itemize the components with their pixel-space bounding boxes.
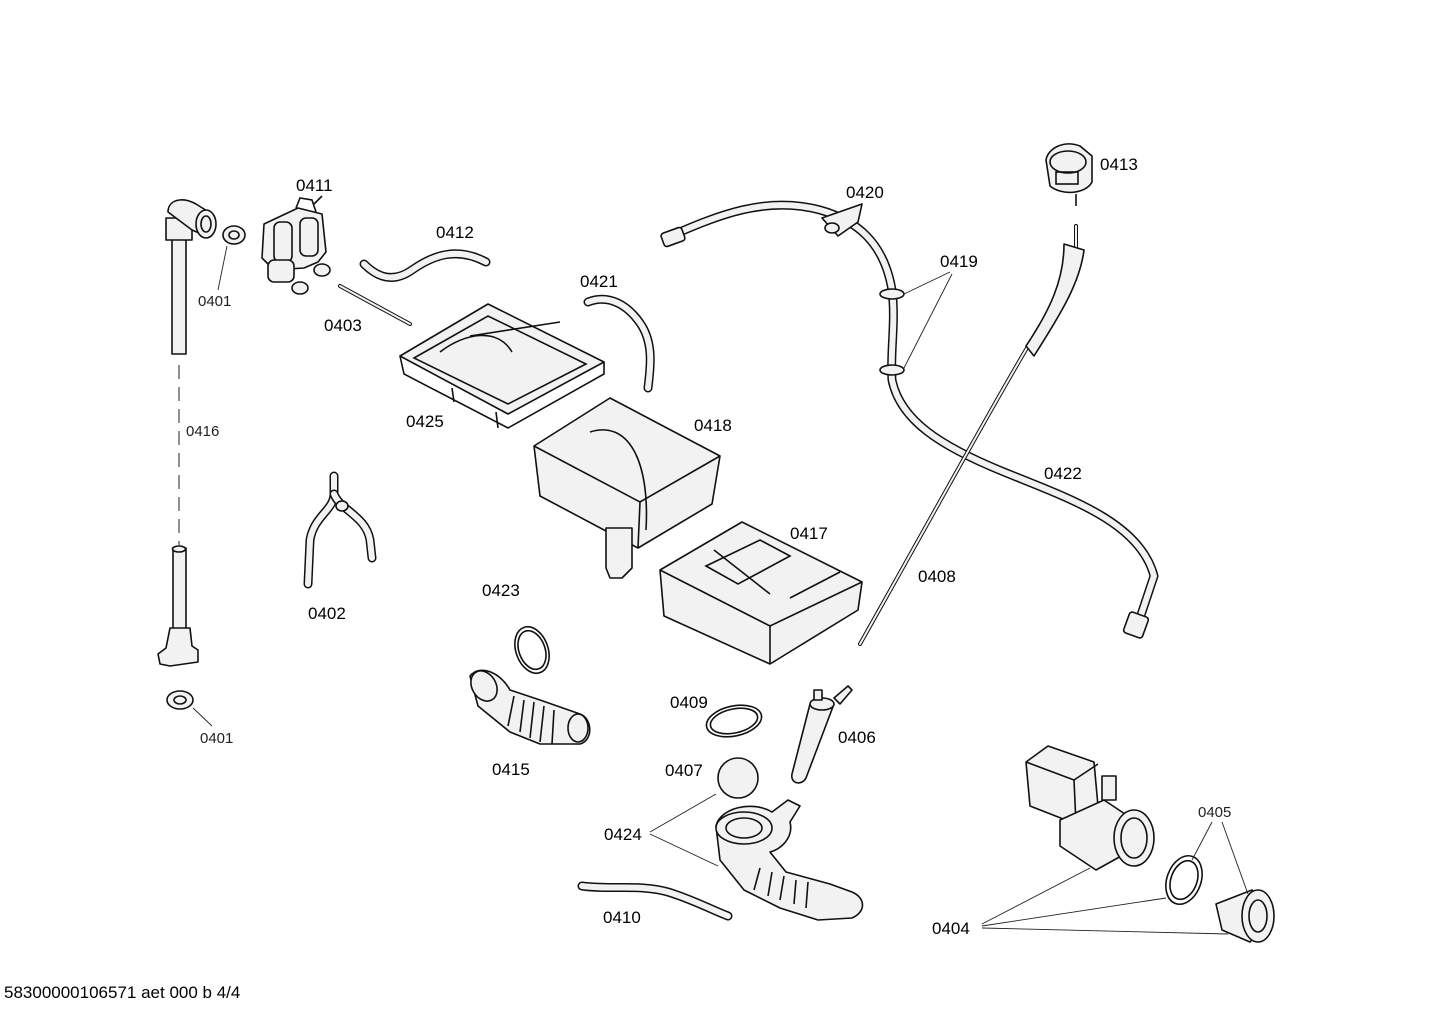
label-0412: 0412 xyxy=(436,223,474,242)
part-0420-hose-holder xyxy=(821,203,863,237)
label-0405: 0405 xyxy=(1198,804,1231,821)
label-0415: 0415 xyxy=(492,760,530,779)
part-0417-detergent-drawer xyxy=(659,521,863,665)
label-0401-lower: 0401 xyxy=(200,730,233,747)
part-0409-ring xyxy=(705,704,763,738)
part-0413-pressure-switch xyxy=(1045,143,1093,206)
label-0408: 0408 xyxy=(918,567,956,586)
label-0425: 0425 xyxy=(406,412,444,431)
label-0410: 0410 xyxy=(603,908,641,927)
part-0424-sump xyxy=(649,793,864,921)
label-0404: 0404 xyxy=(932,919,970,938)
label-0407: 0407 xyxy=(665,761,703,780)
label-0418: 0418 xyxy=(694,416,732,435)
part-0401-seal-upper xyxy=(217,225,246,291)
part-0411-inlet-valve xyxy=(261,195,331,295)
part-0421-hose xyxy=(583,294,655,393)
part-0419-clamps xyxy=(879,271,953,376)
part-0408-pressure-hose xyxy=(858,224,1085,646)
part-0410-hose xyxy=(577,881,733,921)
label-0416: 0416 xyxy=(186,423,219,440)
part-0401-seal-lower xyxy=(166,690,213,727)
part-0425-dispenser-cover xyxy=(399,303,605,429)
label-0421: 0421 xyxy=(580,272,618,291)
label-0409: 0409 xyxy=(670,693,708,712)
label-0424: 0424 xyxy=(604,825,642,844)
label-0401-upper: 0401 xyxy=(198,293,231,310)
part-0415-bellows-hose xyxy=(469,669,591,745)
part-0407-ball xyxy=(717,757,759,799)
part-0405-filter-seal xyxy=(1165,821,1275,943)
part-0412-hose xyxy=(359,249,491,282)
part-0406-air-trap xyxy=(791,685,853,784)
part-0418-dispenser-housing xyxy=(533,397,721,579)
part-0404-drain-pump xyxy=(1025,745,1155,871)
label-0419: 0419 xyxy=(940,252,978,271)
label-0406: 0406 xyxy=(838,728,876,747)
part-0402-siphon xyxy=(303,471,377,589)
label-0403: 0403 xyxy=(324,316,362,335)
document-id: 58300000106571 aet 000 b 4/4 xyxy=(4,983,240,1002)
label-0417: 0417 xyxy=(790,524,828,543)
label-0422: 0422 xyxy=(1044,464,1082,483)
leaders-0404 xyxy=(981,867,1229,935)
label-0402: 0402 xyxy=(308,604,346,623)
label-0423: 0423 xyxy=(482,581,520,600)
part-0420-0422-hose xyxy=(660,200,1159,639)
label-0420: 0420 xyxy=(846,183,884,202)
part-0403-tube xyxy=(338,284,412,326)
part-0416-inlet-hose xyxy=(157,199,217,667)
label-0411: 0411 xyxy=(296,176,333,195)
part-0423-ring xyxy=(514,625,550,675)
label-0413: 0413 xyxy=(1100,155,1138,174)
